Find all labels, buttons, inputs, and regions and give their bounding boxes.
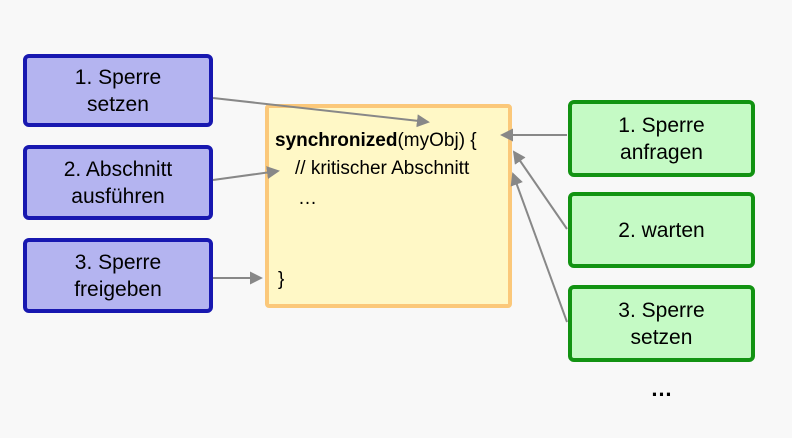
step-label-sperre-freigeben: 3. Sperre freigeben [74,250,162,301]
code-line-closing-brace: } [278,269,285,290]
arrow-sperre-setzen-rechts-to-code [510,172,568,323]
code-line-ellipsis: … [298,188,317,209]
step-label-abschnitt-ausfuehren: 2. Abschnitt ausführen [63,157,173,208]
step-label-sperre-anfragen: 1. Sperre anfragen [618,113,705,164]
step-box-warten: 2. warten [568,192,755,268]
code-header-rest: (myObj) { [397,130,477,151]
code-block: synchronized(myObj) { // kritischer Absc… [265,104,512,308]
step-box-sperre-freigeben: 3. Sperre freigeben [23,238,213,313]
step-box-abschnitt-ausfuehren: 2. Abschnitt ausführen [23,145,213,220]
arrow-warten-to-code [512,150,568,230]
code-line-synchronized-header: synchronized(myObj) { [275,127,477,154]
more-steps-ellipsis: … [650,376,673,401]
step-label-sperre-setzen-rechts: 3. Sperre setzen [618,298,705,349]
step-box-sperre-anfragen: 1. Sperre anfragen [568,100,755,177]
code-line-comment: // kritischer Abschnitt [295,158,470,179]
step-box-sperre-setzen-rechts: 3. Sperre setzen [568,285,755,362]
step-label-warten: 2. warten [618,218,705,242]
step-box-sperre-setzen: 1. Sperre setzen [23,54,213,127]
code-keyword-synchronized: synchronized [275,130,398,151]
step-label-sperre-setzen: 1. Sperre setzen [74,65,162,116]
